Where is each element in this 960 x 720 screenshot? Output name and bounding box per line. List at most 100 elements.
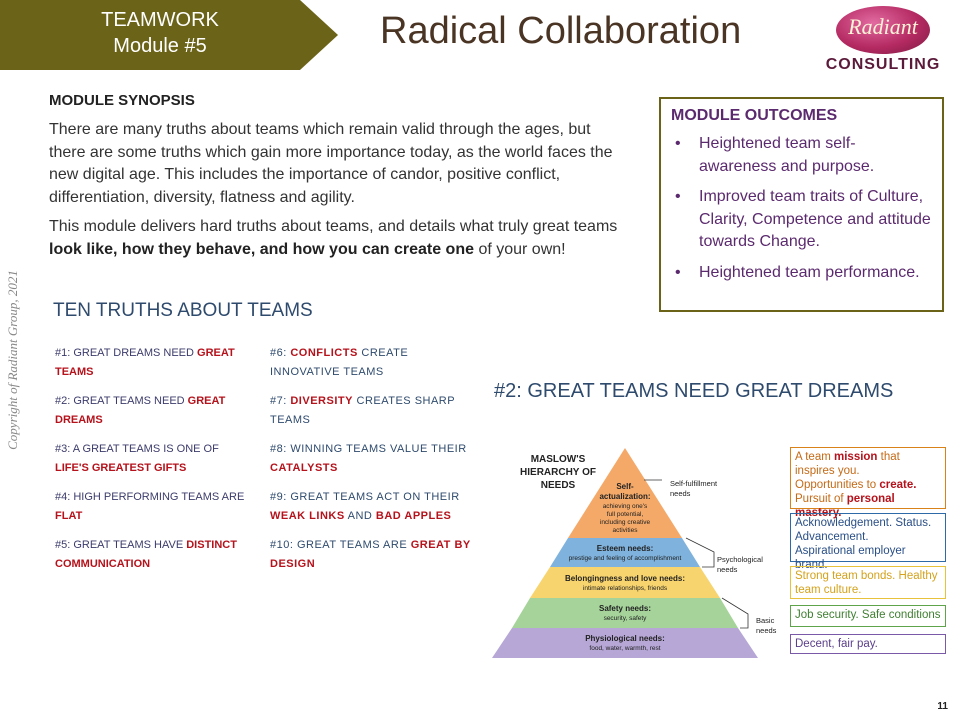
level-desc: prestige and feeling of accomplishment (569, 555, 682, 562)
truth-emphasis: DIVERSITY (290, 395, 353, 407)
outcomes-heading: MODULE OUTCOMES (671, 107, 838, 124)
truth-7: #7: DIVERSITY CREATES SHARP TEAMS (270, 392, 475, 430)
bracket-line (721, 597, 749, 629)
page-title: Radical Collaboration (380, 10, 742, 52)
side-box-physiological: Decent, fair pay. (790, 634, 946, 654)
truth-text: #7: (270, 395, 291, 407)
truth-2: #2: GREAT TEAMS NEED GREAT DREAMS (55, 392, 255, 430)
synopsis-p2-c: of your own! (474, 240, 566, 258)
truth-8: #8: WINNING TEAMS VALUE THEIR CATALYSTS (270, 440, 475, 478)
level-desc: activities (613, 527, 639, 534)
truth-text: CREATE INNOVATIVE TEAMS (270, 347, 409, 378)
outcome-item: Heightened team performance. (675, 262, 932, 285)
logo-consulting: CONSULTING (825, 56, 941, 73)
bracket-line (685, 537, 715, 568)
bracket-label: Basic (756, 616, 775, 625)
logo-word: Radiant (848, 14, 918, 39)
truth-text: #1: GREAT DREAMS NEED (55, 347, 198, 359)
side-box-text: that inspires you. (795, 451, 900, 477)
truth-5: #5: GREAT TEAMS HAVE DISTINCT COMMUNICAT… (55, 536, 255, 574)
banner-shape (0, 0, 338, 70)
truth-emphasis: LIFE'S GREATEST GIFTS (55, 462, 187, 474)
synopsis-heading: MODULE SYNOPSIS (49, 92, 195, 109)
truth-10: #10: GREAT TEAMS ARE GREAT BY DESIGN (270, 536, 475, 574)
banner-line2: Module #5 (113, 35, 207, 57)
truth-text: #6: (270, 347, 291, 359)
truth-emphasis: CONFLICTS (290, 347, 358, 359)
truth-text: #5: GREAT TEAMS HAVE (55, 539, 187, 551)
banner-line1: TEAMWORK (101, 9, 219, 31)
copyright-note: Copyright of Radiant Group, 2021 (5, 270, 20, 450)
level-desc: including creative (600, 519, 651, 526)
side-box-text: Advancement. (795, 531, 869, 543)
truth-text: #8: WINNING TEAMS VALUE THEIR (270, 443, 467, 455)
side-box-text: Decent, fair pay. (795, 638, 878, 650)
truth-text: #3: A GREAT TEAMS IS ONE OF (55, 443, 219, 455)
truths-column-2: #6: CONFLICTS CREATE INNOVATIVE TEAMS #7… (270, 344, 475, 584)
level-name: Belongingness and love needs: (565, 574, 685, 583)
truth-3: #3: A GREAT TEAMS IS ONE OF LIFE'S GREAT… (55, 440, 255, 478)
truth-text: #9: GREAT TEAMS ACT ON THEIR (270, 491, 460, 503)
level-name: Physiological needs: (585, 634, 665, 643)
outcome-item: Heightened team self-awareness and purpo… (675, 133, 932, 178)
truth-emphasis: GREAT DREAMS (55, 395, 226, 426)
outcomes-box: MODULE OUTCOMES Heightened team self-awa… (659, 97, 944, 312)
side-box-text: Pursuit of (795, 493, 847, 505)
level-desc: intimate relationships, friends (583, 585, 668, 592)
truth-1: #1: GREAT DREAMS NEED GREAT TEAMS (55, 344, 255, 382)
bracket-label: needs (756, 626, 777, 635)
module-banner: TEAMWORK Module #5 (0, 0, 338, 70)
level-desc: full potential, (607, 511, 644, 518)
side-box-text: Strong team bonds. Healthy team culture. (795, 570, 938, 596)
pyramid-level-self-actualization (568, 448, 682, 538)
level-desc: food, water, warmth, rest (589, 645, 660, 652)
truth-4: #4: HIGH PERFORMING TEAMS ARE FLAT (55, 488, 255, 526)
company-logo: Radiant CONSULTING (818, 6, 948, 74)
level-desc: security, safety (604, 615, 648, 622)
pyramid-level-physiological (492, 628, 758, 658)
dreams-heading: #2: GREAT TEAMS NEED GREAT DREAMS (494, 380, 894, 402)
truth-emphasis: CATALYSTS (270, 462, 338, 474)
synopsis-p2-a: This module delivers hard truths about t… (49, 218, 618, 235)
side-box-safety: Job security. Safe conditions (790, 605, 946, 627)
truth-emphasis: GREAT BY DESIGN (270, 539, 471, 570)
maslow-title-line3: NEEDS (541, 480, 576, 491)
level-name: actualization: (599, 492, 650, 501)
bracket-label: Psychological (717, 555, 763, 564)
side-box-text: Opportunities to (795, 479, 880, 491)
side-box-text: Acknowledgement. Status. (795, 517, 932, 529)
synopsis-p2-bold: look like, how they behave, and how you … (49, 240, 474, 258)
side-box-belonging: Strong team bonds. Healthy team culture. (790, 566, 946, 599)
ten-truths-heading: TEN TRUTHS ABOUT TEAMS (53, 300, 313, 321)
maslow-title-line2: HIERARCHY OF (520, 467, 596, 478)
truth-text: AND (344, 510, 376, 522)
truth-text: #10: GREAT TEAMS ARE (270, 539, 411, 551)
level-name: Self- (616, 482, 634, 491)
truth-text: #4: HIGH PERFORMING TEAMS ARE (55, 491, 245, 503)
maslow-title-line1: MASLOW'S (531, 454, 586, 465)
side-box-text: create. (879, 479, 917, 491)
truths-column-1: #1: GREAT DREAMS NEED GREAT TEAMS #2: GR… (55, 344, 255, 584)
level-desc: achieving one's (603, 503, 648, 510)
pyramid-level-esteem (550, 538, 700, 567)
maslow-pyramid: MASLOW'S HIERARCHY OF NEEDS Self- actual… (492, 448, 777, 658)
truth-emphasis: DISTINCT COMMUNICATION (55, 539, 237, 570)
page-number: 11 (937, 701, 948, 712)
pyramid-level-safety (512, 598, 738, 628)
bracket-label: needs (717, 565, 738, 574)
synopsis-paragraph-2: This module delivers hard truths about t… (49, 216, 629, 261)
pyramid-brackets (644, 479, 749, 629)
outcome-item: Improved team traits of Culture, Clarity… (675, 186, 932, 254)
level-name: Esteem needs: (597, 544, 653, 553)
truth-9: #9: GREAT TEAMS ACT ON THEIR WEAK LINKS … (270, 488, 475, 526)
pyramid-level-belonging (530, 567, 720, 598)
logo-oval (836, 6, 930, 54)
side-box-text: Aspirational employer brand. (795, 545, 906, 571)
truth-emphasis: WEAK LINKS (270, 510, 345, 522)
side-box-text: A team (795, 451, 834, 463)
truth-text: CREATES SHARP TEAMS (270, 395, 455, 426)
bracket-label: needs (670, 489, 691, 498)
level-name: Safety needs: (599, 604, 651, 613)
synopsis-paragraph-1: There are many truths about teams which … (49, 121, 613, 206)
outcomes-list: Heightened team self-awareness and purpo… (671, 133, 932, 284)
